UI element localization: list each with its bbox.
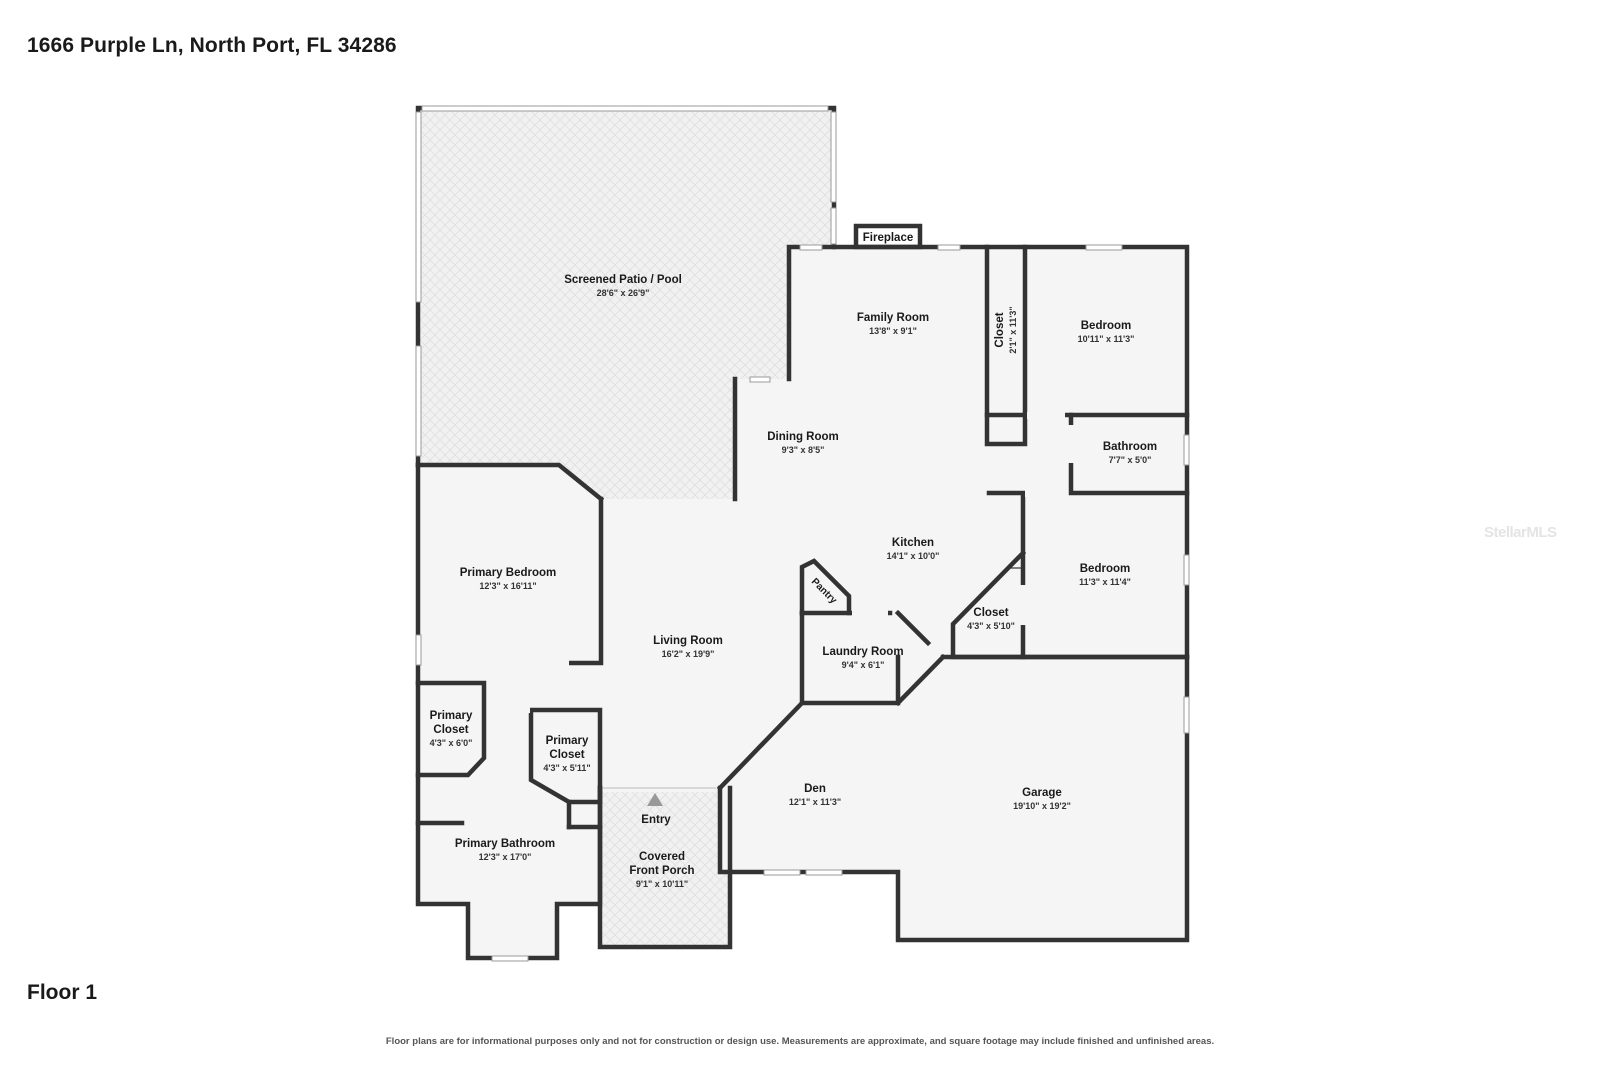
window (1183, 554, 1190, 586)
den-wall (716, 699, 806, 792)
door-gap (1068, 425, 1075, 463)
living-room-dims: 16'2" x 19'9" (662, 649, 715, 659)
patio-label: Screened Patio / Pool (564, 274, 682, 286)
porch-dims: 9'1" x 10'11" (636, 879, 688, 889)
family-room-dims: 13'8" x 9'1" (869, 326, 917, 336)
porch-label-2: Front Porch (629, 865, 694, 877)
door-openings (488, 412, 1075, 792)
closet-b-dims: 4'3" x 5'10" (967, 621, 1015, 631)
primary-bedroom-dims: 12'3" x 16'11" (479, 581, 536, 591)
porch-floor (600, 788, 730, 947)
door-gap (852, 610, 888, 617)
closet-a-dims: 2'1" x 11'3" (1008, 306, 1018, 353)
primary-closet-b-label-1: Primary (546, 735, 589, 747)
laundry-room-dims: 9'4" x 6'1" (842, 660, 885, 670)
disclaimer-text: Floor plans are for informational purpos… (385, 1036, 1215, 1047)
floor-label: Floor 1 (27, 981, 98, 1004)
fireplace-label: Fireplace (863, 232, 914, 244)
closet-a-label: Closet (994, 312, 1006, 347)
bathroom-dims: 7'7" x 5'0" (1109, 455, 1152, 465)
bathroom-label: Bathroom (1103, 441, 1157, 453)
property-address: 1666 Purple Ln, North Port, FL 34286 (27, 34, 397, 57)
window (1085, 244, 1123, 251)
primary-closet-b-wall (528, 707, 603, 805)
primary-bathroom-dims: 12'3" x 17'0" (479, 852, 532, 862)
closet-b-label: Closet (973, 607, 1008, 619)
primary-bedroom-label: Primary Bedroom (460, 567, 557, 579)
window (763, 869, 801, 876)
den-dims: 12'1" x 11'3" (789, 797, 841, 807)
door-gap (1020, 585, 1027, 625)
kitchen-label: Kitchen (892, 537, 934, 549)
window (421, 105, 829, 112)
garage-angle-wall (894, 653, 947, 707)
entry-arrow-icon (647, 793, 663, 806)
garage-dims: 19'10" x 19'2" (1013, 801, 1071, 811)
den-label: Den (804, 783, 826, 795)
pantry-wall (799, 558, 852, 616)
dining-room-dims: 9'3" x 8'5" (782, 445, 825, 455)
garage-label: Garage (1022, 787, 1062, 799)
bedroom-a-label: Bedroom (1081, 320, 1131, 332)
window (415, 111, 422, 303)
primary-closet-b-dims: 4'3" x 5'11" (543, 763, 590, 773)
window (799, 244, 823, 251)
entry-wall (597, 785, 733, 950)
patio-dims: 28'6" x 26'9" (597, 288, 650, 298)
patio-floor (418, 110, 832, 499)
primary-bedroom-right-wall (563, 496, 604, 666)
window (415, 345, 422, 457)
primary-closet-b-label-2: Closet (549, 749, 584, 761)
primary-closet-a-dims: 4'3" x 6'0" (430, 738, 473, 748)
bedroom-b-dims: 11'3" x 11'4" (1079, 577, 1131, 587)
dining-room-label: Dining Room (767, 431, 839, 443)
kitchen-dims: 14'1" x 10'0" (887, 551, 940, 561)
laundry-wall (799, 610, 901, 706)
window (749, 376, 771, 383)
bedroom-b-label: Bedroom (1080, 563, 1130, 575)
primary-closet-a-label-2: Closet (433, 724, 468, 736)
porch-label-1: Covered (639, 851, 685, 863)
window (830, 207, 837, 245)
laundry-room-label: Laundry Room (822, 646, 903, 658)
door-gap (1025, 490, 1065, 497)
fireplace-box (853, 223, 923, 250)
living-room-label: Living Room (653, 635, 723, 647)
door-gap (562, 660, 569, 700)
window (491, 955, 529, 962)
primary-bathroom-label: Primary Bathroom (455, 838, 555, 850)
door-gap (1027, 412, 1065, 419)
patio-house-wall (415, 462, 605, 503)
window (805, 869, 843, 876)
window (1183, 696, 1190, 734)
windows (415, 105, 1190, 962)
kitchen-laundry-wall (894, 609, 932, 647)
bedroom-a-dims: 10'11" x 11'3" (1078, 334, 1135, 344)
window (830, 111, 837, 203)
primary-closet-a-wall (415, 680, 487, 778)
entry-label: Entry (641, 814, 671, 826)
family-room-label: Family Room (857, 312, 929, 324)
room-labels: Screened Patio / Pool 28'6" x 26'9" Fire… (430, 232, 1158, 889)
closet-a-wall (984, 244, 1028, 447)
room-fills (418, 110, 1187, 958)
mls-watermark: StellarMLS (1484, 524, 1557, 541)
door-gap (488, 706, 530, 713)
primary-closet-a-label-1: Primary (430, 710, 473, 722)
window (415, 634, 422, 666)
window (1183, 434, 1190, 466)
window (937, 244, 961, 251)
